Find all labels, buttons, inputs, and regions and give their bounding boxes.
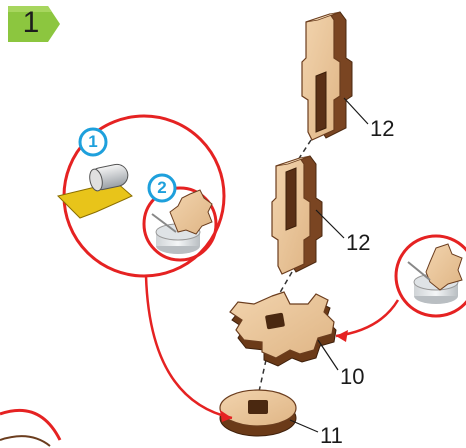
detail-callout-ring-right — [394, 234, 466, 318]
step-badge: 1 — [8, 4, 62, 44]
callout-top-upright: 12 — [370, 116, 395, 141]
callout-gear: 10 — [340, 364, 365, 389]
gear-part — [229, 291, 337, 367]
upright-part-top — [301, 11, 353, 141]
glue-detail-ring — [142, 186, 218, 262]
sub-step-2-number: 2 — [157, 178, 167, 197]
sub-step-2-badge — [147, 173, 177, 203]
upright-part-lower — [271, 155, 323, 275]
glue-cup-icon — [151, 189, 213, 254]
detail-callout-ring-partial — [0, 408, 62, 441]
callout-lower-upright: 12 — [346, 230, 371, 255]
sub-step-1-number: 1 — [88, 132, 98, 151]
callout-leader-lines — [289, 97, 369, 433]
callout-arrow-disc — [144, 275, 233, 420]
sub-step-1-badge — [78, 127, 108, 157]
callout-arrow-gear — [335, 299, 400, 338]
adhesive-tape-roll-icon — [57, 163, 133, 219]
callout-disc: 11 — [320, 423, 343, 448]
disc-part — [219, 389, 297, 437]
step-number: 1 — [22, 6, 40, 39]
glue-cup-icon-right — [407, 243, 463, 304]
